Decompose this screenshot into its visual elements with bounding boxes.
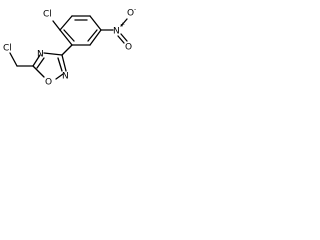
nitro-group [100, 18, 128, 44]
atom-label-n-nitro: N [113, 27, 120, 37]
atom-label-o-ring: O [45, 78, 52, 88]
atom-label-o-nitro-lower: O [125, 43, 132, 53]
atom-label-n-ring-4: N [62, 72, 69, 82]
atom-label-cl-methyl: Cl [3, 44, 12, 54]
oxadiazole-ring [32, 52, 67, 80]
bond-n-o-upper [120, 18, 128, 27]
bond-c-cl [52, 20, 61, 31]
bond [59, 29, 73, 46]
bond [43, 52, 63, 56]
bond-aryl-oxadiazole [61, 44, 73, 56]
bond [89, 29, 102, 46]
bond [89, 15, 102, 31]
bond-ch2-cl [9, 52, 18, 67]
double-bond-inner [87, 29, 98, 42]
double-bond-inner [36, 57, 45, 69]
atom-label-o-nitro-upper: O [127, 9, 134, 19]
charge-minus: - [134, 7, 136, 14]
double-bond-inner [63, 29, 75, 42]
atom-label-n-ring-2: N [37, 50, 44, 60]
bond [55, 73, 64, 80]
charge-plus: + [120, 22, 125, 29]
double-bond-c3-n2 [61, 54, 67, 72]
double-bond-inner [57, 57, 63, 72]
bond [59, 15, 73, 31]
double-bond-n-o [120, 33, 128, 42]
atom-label-cl-aryl: Cl [43, 10, 52, 20]
benzene-ring [59, 15, 102, 46]
double-bond-n-o [117, 35, 125, 44]
chemical-structure-diagram: Cl N + O - O N N O Cl [3, 7, 136, 88]
bond [32, 54, 41, 67]
bond [32, 65, 45, 78]
